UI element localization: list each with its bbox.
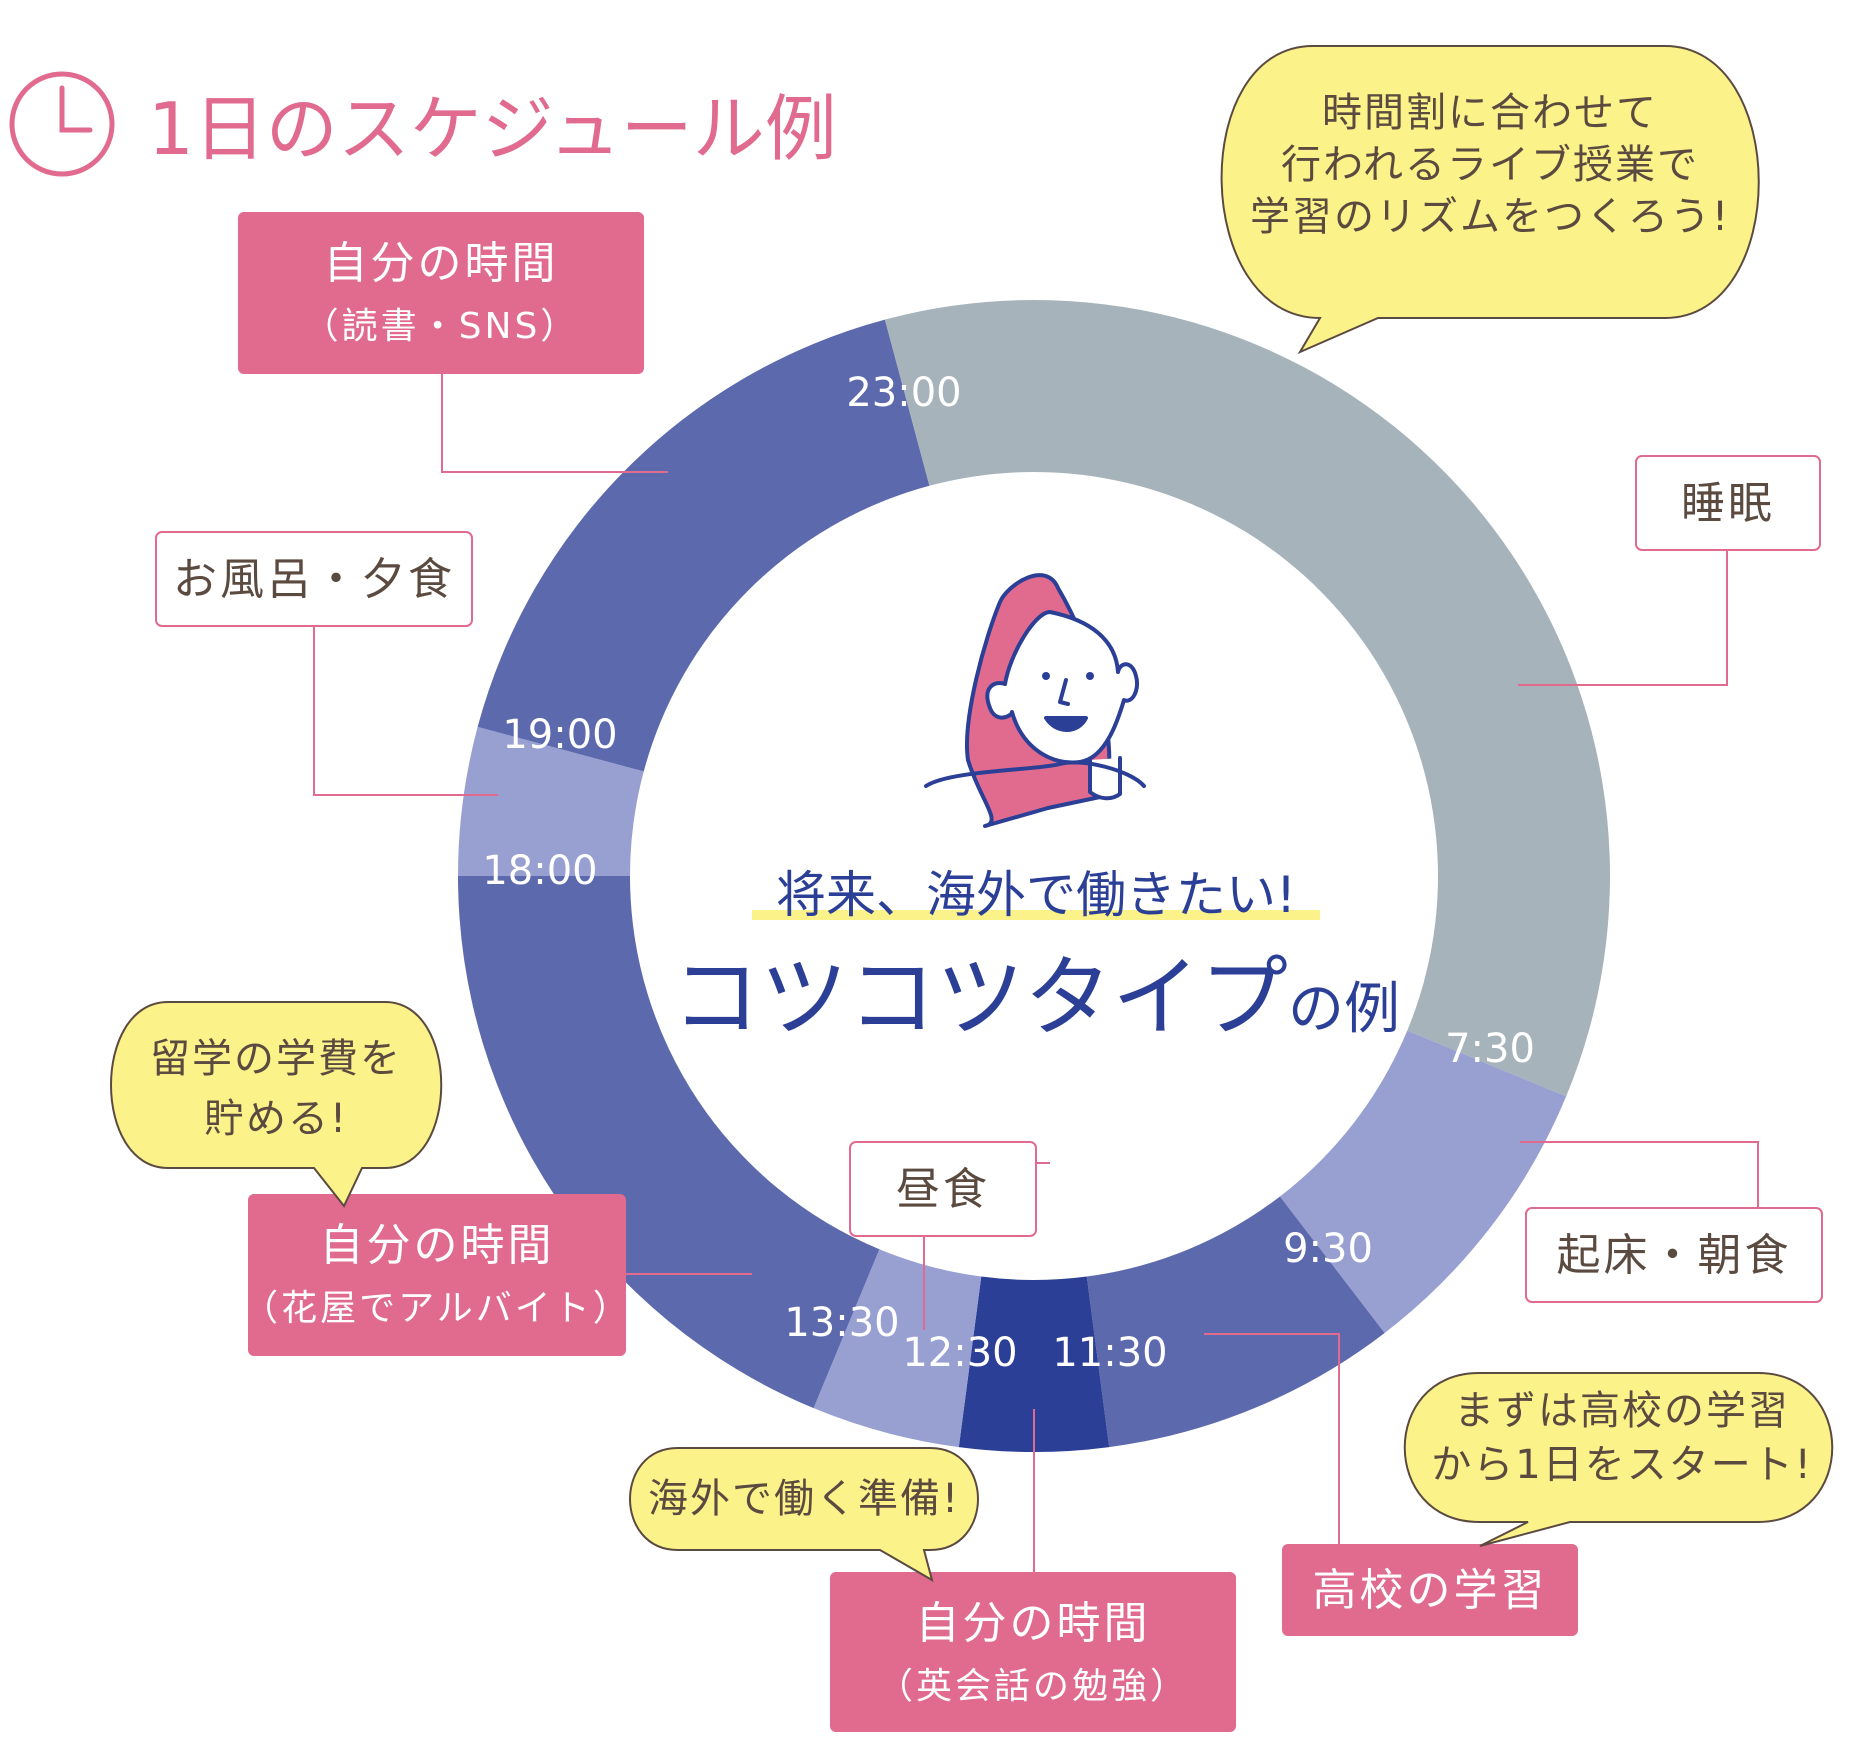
activity-wake-breakfast-box [1525,1207,1823,1303]
bubble-live-class-line-2: 学習のリズムをつくろう! [1250,194,1730,240]
activity-lunch-box [849,1141,1037,1237]
activity-sleep: 睡眠 [1635,455,1821,551]
donut-segment-0 [1034,300,1610,1097]
activity-high-school-study-box [1282,1544,1578,1636]
leader-high-school-study [1204,1333,1340,1544]
header: 1日のスケジュール例 [9,71,837,177]
time-label-3: 7:30 [1445,1026,1535,1072]
subtitle-highlight [752,910,1320,920]
time-label-4: 9:30 [1283,1226,1373,1272]
bubble-start-day-shape [1403,1372,1834,1547]
activity-sleep-box [1635,455,1821,551]
center-subtitle: 将来、海外で働きたい! [776,866,1296,924]
time-label-5: 11:30 [1052,1330,1167,1376]
donut-segment-2 [1086,1196,1385,1448]
leader-free-time-reading [441,374,668,473]
donut-segment-7 [477,319,930,772]
time-label-2: 18:00 [482,848,597,894]
donut-segment-6 [458,726,644,876]
person-icon [924,573,1146,828]
activity-labels: 自分の時間（読書・SNS）お風呂・夕食睡眠起床・朝食昼食自分の時間（花屋でアルバ… [155,212,1823,1732]
activity-lunch: 昼食 [849,1141,1037,1237]
bubble-live-class-line-0: 時間割に合わせて [1322,90,1658,136]
donut-segment-1 [1279,1030,1567,1333]
activity-free-time-reading-line-1: （読書・SNS） [303,306,580,347]
center-title-suffix: の例 [1288,977,1400,1042]
activity-wake-breakfast-line-0: 起床・朝食 [1557,1230,1792,1281]
bubble-live-class-shape [1220,45,1760,355]
bubble-start-day-line-0: まずは高校の学習 [1454,1388,1790,1434]
page-title: 1日のスケジュール例 [148,87,837,171]
donut-segment-8 [884,300,1034,486]
center-title: コツコツタイプの例 [672,946,1400,1049]
leader-wake-breakfast [1520,1141,1759,1208]
activity-free-time-parttime-line-1: （花屋でアルバイト） [242,1288,632,1329]
activity-free-time-parttime: 自分の時間 （花屋でアルバイト） [242,1194,632,1356]
activity-bath-dinner-line-0: お風呂・夕食 [173,554,455,605]
activity-high-school-study-line-0: 高校の学習 [1313,1565,1548,1616]
bubble-live-class-line-1: 行われるライブ授業で [1281,142,1699,188]
activity-bath-dinner: お風呂・夕食 [155,531,473,627]
leader-sleep [1518,542,1728,686]
activity-high-school-study: 高校の学習 [1282,1544,1578,1636]
activity-free-time-english-line-1: （英会話の勉強） [877,1666,1189,1707]
activity-free-time-parttime-box [248,1194,626,1356]
time-label-6: 12:30 [902,1330,1017,1376]
activity-free-time-reading: 自分の時間 （読書・SNS） [238,212,644,374]
donut-segment-4 [813,1249,982,1448]
activity-free-time-reading-box [238,212,644,374]
donut-segment-3 [958,1276,1110,1453]
bubble-save-tuition-shape [110,1001,443,1208]
leader-bath-dinner [313,626,498,796]
activity-free-time-reading-line-0: 自分の時間 [324,238,559,289]
activity-free-time-parttime-line-0: 自分の時間 [320,1220,555,1271]
activity-lunch-line-0: 昼食 [896,1164,990,1215]
donut-segment-5 [457,876,880,1409]
clock-icon [9,71,115,177]
time-label-7: 13:30 [784,1300,899,1346]
bubble-prepare-abroad-line-0: 海外で働く準備! [648,1476,960,1522]
bubble-save-tuition-line-1: 貯める! [204,1096,348,1142]
activity-sleep-line-0: 睡眠 [1681,478,1775,529]
activity-free-time-english-line-0: 自分の時間 [916,1598,1151,1649]
activity-free-time-english-box [830,1572,1236,1732]
activity-free-time-english: 自分の時間 （英会話の勉強） [830,1572,1236,1732]
activity-bath-dinner-box [155,531,473,627]
leader-lines [313,374,1759,1572]
bubble-prepare-abroad-shape [629,1447,979,1583]
center-title-main: コツコツタイプ [672,946,1288,1049]
activity-wake-breakfast: 起床・朝食 [1525,1207,1823,1303]
time-label-0: 23:00 [846,370,961,416]
time-label-1: 19:00 [502,712,617,758]
bubble-save-tuition-line-0: 留学の学費を [150,1036,402,1082]
bubble-start-day-line-1: から1日をスタート! [1431,1442,1812,1488]
